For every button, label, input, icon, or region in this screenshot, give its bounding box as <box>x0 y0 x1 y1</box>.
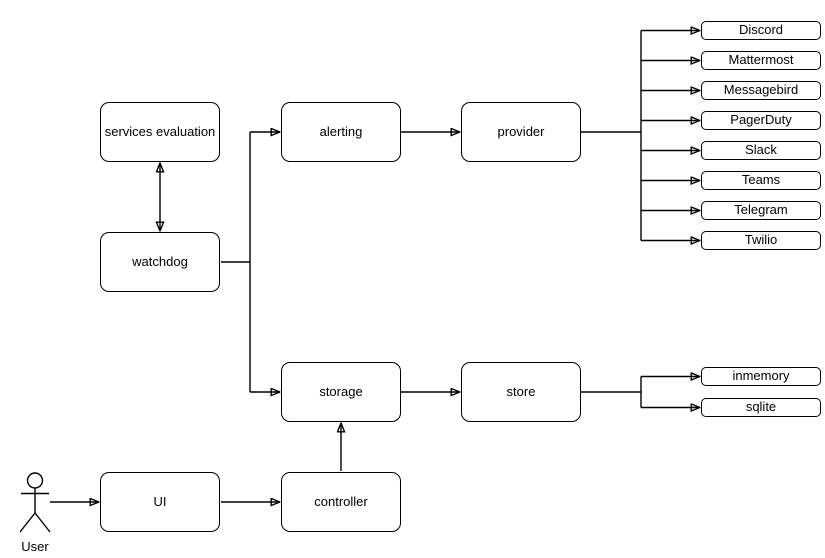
user-actor-icon <box>19 472 51 533</box>
node-sqlite: sqlite <box>701 398 821 417</box>
node-watchdog: watchdog <box>100 232 220 292</box>
node-controller: controller <box>281 472 401 532</box>
node-teams: Teams <box>701 171 821 190</box>
node-slack: Slack <box>701 141 821 160</box>
node-ui: UI <box>100 472 220 532</box>
node-mattermost: Mattermost <box>701 51 821 70</box>
user-actor-label: User <box>21 539 49 554</box>
node-pagerduty: PagerDuty <box>701 111 821 130</box>
node-discord: Discord <box>701 21 821 40</box>
node-inmemory: inmemory <box>701 367 821 386</box>
actor-leg-left <box>19 512 36 533</box>
node-storage: storage <box>281 362 401 422</box>
node-provider: provider <box>461 102 581 162</box>
node-telegram: Telegram <box>701 201 821 220</box>
node-alerting: alerting <box>281 102 401 162</box>
node-twilio: Twilio <box>701 231 821 250</box>
actor-head <box>26 472 44 489</box>
actor-leg-right <box>34 512 51 533</box>
node-store: store <box>461 362 581 422</box>
node-messagebird: Messagebird <box>701 81 821 100</box>
node-services-evaluation: services evaluation <box>100 102 220 162</box>
